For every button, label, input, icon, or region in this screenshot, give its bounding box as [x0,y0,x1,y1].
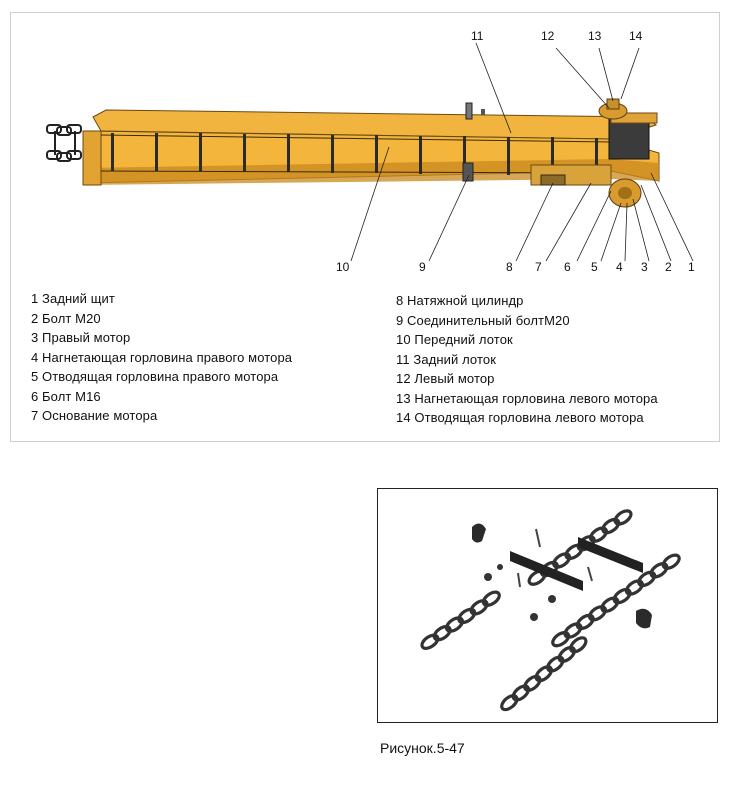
legend-item: 1 Задний щит [31,291,115,306]
connector-bottom [636,608,652,629]
legend-item: 11 Задний лоток [396,351,496,367]
left-chain-stub [46,124,82,162]
callout-13: 13 [588,29,602,43]
callout-numbers: 11 12 13 14 10 9 8 7 6 5 4 3 2 1 [336,29,695,274]
legend-item: 3 Правый мотор [31,330,131,345]
callout-9: 9 [419,260,426,274]
legend-item: 4 Нагнетающая горловина правого мотора [31,349,293,365]
callout-8: 8 [506,260,513,274]
drive-sprocket-housing [608,116,650,160]
legend-item: 7 Основание мотора [31,408,158,423]
conveyor-diagram-panel: 11 12 13 14 10 9 8 7 6 5 4 3 2 1 1 Задни… [10,12,720,442]
callout-6: 6 [564,260,571,274]
chain-left [418,587,504,653]
callout-4: 4 [616,260,623,274]
legend-item: 14 Отводящая горловина левого мотора [396,410,644,425]
callout-7: 7 [535,260,542,274]
chain-middle [548,550,684,651]
callout-10: 10 [336,260,350,274]
legend-item: 12 Левый мотор [396,371,495,386]
legend-item: 8 Натяжной цилиндр [396,293,524,308]
legend-item: 6 Болт M16 [31,388,101,404]
legend-item: 2 Болт M20 [31,310,101,326]
connector-top [472,523,486,543]
conveyor-drawing: 11 12 13 14 10 9 8 7 6 5 4 3 2 1 [46,29,695,274]
flight-bar-right [578,537,643,573]
callout-12: 12 [541,29,555,43]
conveyor-body [46,98,660,208]
chain-bottom [497,633,590,714]
legend-right: 8 Натяжной цилиндр 9 Соединительный болт… [396,291,658,428]
legend-item: 5 Отводящая горловина правого мотора [31,369,279,384]
chain-parts-drawing [418,506,684,714]
legend-item: 10 Передний лоток [396,332,513,347]
legend-item: 9 Соединительный болтM20 [396,312,570,328]
figure-caption: Рисунок.5-47 [380,740,465,756]
callout-14: 14 [629,29,643,43]
tension-cylinder [540,174,566,186]
bolts [517,528,593,588]
callout-3: 3 [641,260,648,274]
chain-parts-figure [377,488,718,723]
legend-left: 1 Задний щит 2 Болт M20 3 Правый мотор 4… [31,289,292,426]
callout-5: 5 [591,260,598,274]
legend-item: 13 Нагнетающая горловина левого мотора [396,390,658,406]
connecting-bolt [462,162,474,182]
flight-bar-left [510,551,583,591]
leader-lines [350,42,694,262]
callout-11: 11 [471,29,484,43]
nuts [484,564,556,621]
flight-bars [111,133,598,176]
callout-1: 1 [688,260,695,274]
callout-2: 2 [665,260,672,274]
